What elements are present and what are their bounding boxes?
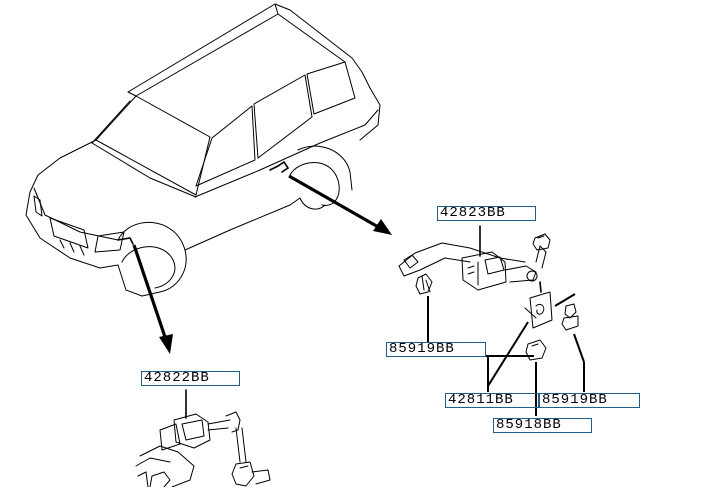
part-label-85918bb[interactable]: 85918BB <box>493 418 592 433</box>
rear-sensor-assembly <box>398 225 579 361</box>
leader-lines <box>427 293 585 416</box>
part-label-42822bb[interactable]: 42822BB <box>141 371 240 386</box>
part-label-85919bb-right[interactable]: 85919BB <box>539 393 640 408</box>
part-label-42811bb[interactable]: 42811BB <box>445 393 539 408</box>
direction-arrows <box>132 174 392 354</box>
vehicle-outline <box>25 3 381 297</box>
front-sensor-assembly <box>135 389 271 488</box>
part-label-42823bb[interactable]: 42823BB <box>437 206 536 221</box>
part-label-85919bb-left[interactable]: 85919BB <box>386 342 486 357</box>
